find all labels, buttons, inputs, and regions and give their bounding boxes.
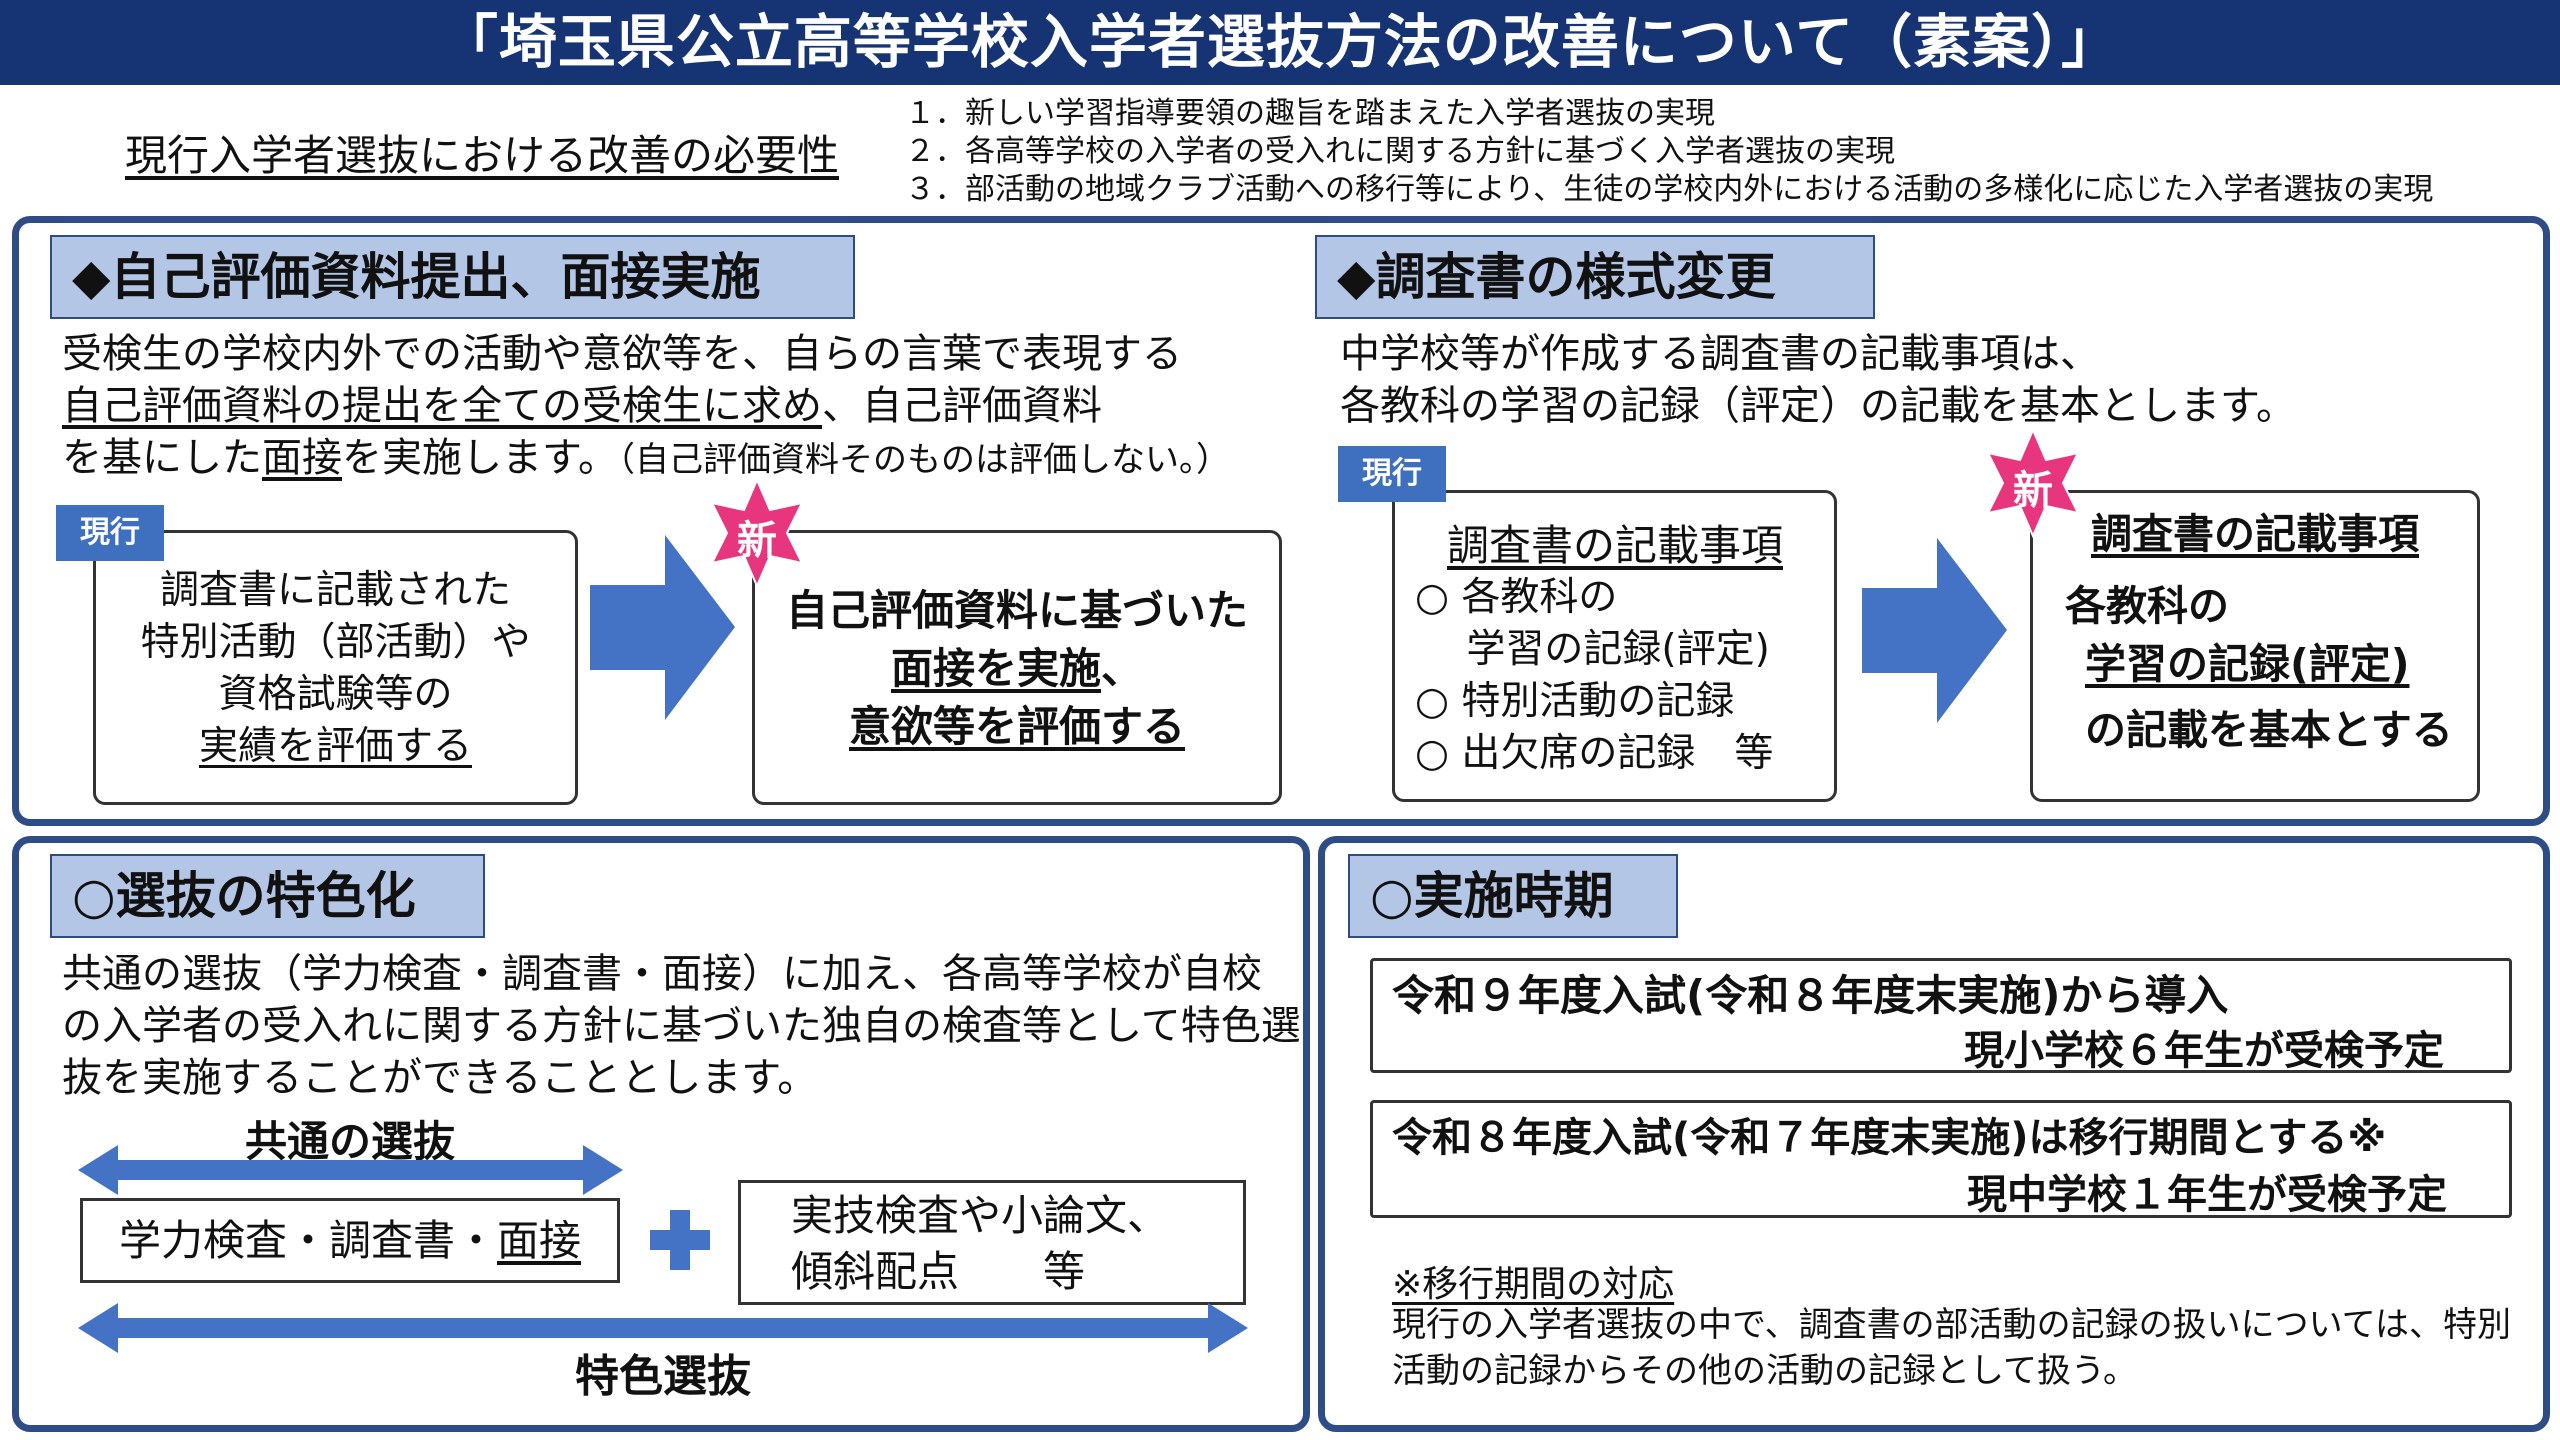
schedule-box-transition — [1370, 1100, 2512, 1218]
new-badge-icon — [1978, 428, 2088, 538]
desc-line: を基にした面接を実施します。（自己評価資料そのものは評価しない。） — [62, 432, 1230, 486]
page-title: 「埼玉県公立高等学校入学者選抜方法の改善について（素案）」 — [0, 0, 2560, 85]
current-underline: 実績を評価する — [198, 724, 472, 769]
common-box-underline: 面接 — [497, 1216, 582, 1265]
current-evaluation-box — [93, 530, 578, 805]
right-arrow-icon — [590, 535, 735, 720]
double-arrow-icon — [78, 1145, 623, 1195]
additional-line: 実技検査や小論文、 — [791, 1191, 1170, 1240]
reason-item: ２．各高等学校の入学者の受入れに関する方針に基づく入学者選抜の実現 — [905, 134, 1895, 169]
current-tag: 現行 — [56, 505, 164, 561]
desc-line: 抜を実施することができることとします。 — [62, 1055, 818, 1101]
schedule-box-line: 現小学校６年生が受検予定 — [1964, 1028, 2444, 1074]
desc-text: を基にした — [62, 435, 262, 481]
new-line: 意欲等を評価する — [752, 698, 1282, 756]
reason-item: ３．部活動の地域クラブ活動への移行等により、生徒の学校内外における活動の多様化に… — [905, 172, 2434, 207]
new-badge-icon — [702, 478, 812, 588]
self-evaluation-description: 受検生の学校内外での活動や意欲等を、自らの言葉で表現する 自己評価資料の提出を全… — [62, 328, 1230, 486]
current-line: 資格試験等の — [218, 672, 453, 717]
special-selection-description: 共通の選抜（学力検査・調査書・面接）に加え、各高等学校が自校 の入学者の受入れに… — [62, 948, 1301, 1104]
schedule-box-line: 現中学校１年生が受検予定 — [1967, 1172, 2447, 1218]
special-selection-label: 特色選抜 — [575, 1351, 751, 1402]
current-evaluation-text: 調査書に記載された 特別活動（部活動）や 資格試験等の 実績を評価する — [93, 565, 578, 773]
self-evaluation-heading: ◆自己評価資料提出、面接実施 — [50, 235, 855, 319]
new-report-title: 調査書の記載事項 — [2091, 510, 2419, 558]
desc-line: 中学校等が作成する調査書の記載事項は、 — [1340, 331, 2100, 377]
current-report-text: 調査書の記載事項 ○ 各教科の 学習の記録(評定) ○ 特別活動の記録 ○ 出欠… — [1415, 520, 1815, 780]
new-underline: 意欲等を評価する — [848, 702, 1185, 751]
new-text: 、 — [1101, 644, 1144, 693]
new-report-underline: 学習の記録(評定) — [2085, 640, 2410, 688]
current-report-item: ○ 特別活動の記録 — [1415, 679, 1735, 724]
schedule-heading: ○実施時期 — [1348, 854, 1678, 938]
desc-line: 受検生の学校内外での活動や意欲等を、自らの言葉で表現する — [62, 331, 1182, 377]
special-selection-heading: ○選抜の特色化 — [50, 854, 485, 938]
additional-exam-box: 実技検査や小論文、 傾斜配点 等 — [738, 1180, 1246, 1305]
schedule-box-line: 令和９年度入試(令和８年度末実施)から導入 — [1392, 971, 2229, 1020]
current-report-item: ○ 各教科の — [1415, 575, 1618, 620]
desc-line: の入学者の受入れに関する方針に基づいた独自の検査等として特色選 — [62, 1003, 1301, 1049]
desc-text: を実施します。 — [342, 435, 618, 481]
transition-note-text: 現行の入学者選抜の中で、調査書の部活動の記録の扱いについては、特別 活動の記録か… — [1392, 1302, 2511, 1394]
report-format-description: 中学校等が作成する調査書の記載事項は、 各教科の学習の記録（評定）の記載を基本と… — [1340, 328, 2296, 432]
new-badge-label: 新 — [2013, 468, 2053, 514]
common-selection-label: 共通の選抜 — [244, 1117, 455, 1166]
new-evaluation-text: 自己評価資料に基づいた 面接を実施、 意欲等を評価する — [752, 582, 1282, 756]
current-line: 特別活動（部活動）や — [140, 620, 531, 665]
current-report-item: ○ 出欠席の記録 等 — [1415, 731, 1774, 776]
desc-line: 自己評価資料の提出を全ての受検生に求め、自己評価資料 — [62, 380, 1230, 432]
new-evaluation-box — [752, 530, 1282, 805]
desc-line: 各教科の学習の記録（評定）の記載を基本とします。 — [1340, 383, 2296, 429]
report-format-heading: ◆調査書の様式変更 — [1315, 235, 1875, 319]
transition-note-title: ※移行期間の対応 — [1392, 1264, 1675, 1305]
new-line: 面接を実施、 — [752, 640, 1282, 698]
additional-line: 傾斜配点 等 — [791, 1247, 1086, 1296]
common-box-text: 学力検査・調査書・ — [118, 1216, 497, 1265]
current-line: 調査書に記載された — [159, 568, 511, 613]
desc-note: （自己評価資料そのものは評価しない。） — [618, 440, 1230, 480]
current-report-title: 調査書の記載事項 — [1446, 521, 1783, 570]
reason-item: １．新しい学習指導要領の趣旨を踏まえた入学者選抜の実現 — [905, 96, 1715, 131]
new-underline: 面接を実施 — [890, 644, 1101, 693]
plus-icon — [650, 1210, 710, 1274]
note-line: 活動の記録からその他の活動の記録として扱う。 — [1392, 1351, 2137, 1391]
new-report-line: の記載を基本とする — [2085, 706, 2453, 754]
desc-underline: 自己評価資料の提出を全ての受検生に求め — [62, 383, 822, 429]
new-line: 自己評価資料に基づいた — [785, 586, 1248, 635]
new-report-text: 調査書の記載事項 各教科の 学習の記録(評定) の記載を基本とする — [2030, 508, 2480, 756]
new-report-box — [2030, 490, 2480, 802]
schedule-box-line: 令和８年度入試(令和７年度末実施)は移行期間とする※ — [1392, 1115, 2387, 1161]
new-report-line: 各教科の — [2065, 582, 2229, 630]
current-tag: 現行 — [1338, 446, 1446, 502]
right-arrow-icon — [1862, 538, 2007, 723]
double-arrow-icon — [78, 1303, 1248, 1353]
desc-line: 共通の選抜（学力検査・調査書・面接）に加え、各高等学校が自校 — [62, 951, 1262, 997]
reason-heading: 現行入学者選抜における改善の必要性 — [125, 131, 840, 180]
new-badge-label: 新 — [737, 518, 777, 564]
current-report-box — [1392, 490, 1837, 802]
note-line: 現行の入学者選抜の中で、調査書の部活動の記録の扱いについては、特別 — [1392, 1305, 2511, 1345]
desc-underline: 面接 — [262, 435, 342, 481]
current-line: 実績を評価する — [93, 721, 578, 773]
desc-text: 、自己評価資料 — [822, 383, 1102, 429]
reason-list: １．新しい学習指導要領の趣旨を踏まえた入学者選抜の実現 ２．各高等学校の入学者の… — [905, 95, 2433, 209]
schedule-box-introduction — [1370, 958, 2512, 1073]
common-selection-box: 学力検査・調査書・面接 — [80, 1198, 620, 1283]
current-report-item: 学習の記録(評定) — [1415, 627, 1770, 672]
